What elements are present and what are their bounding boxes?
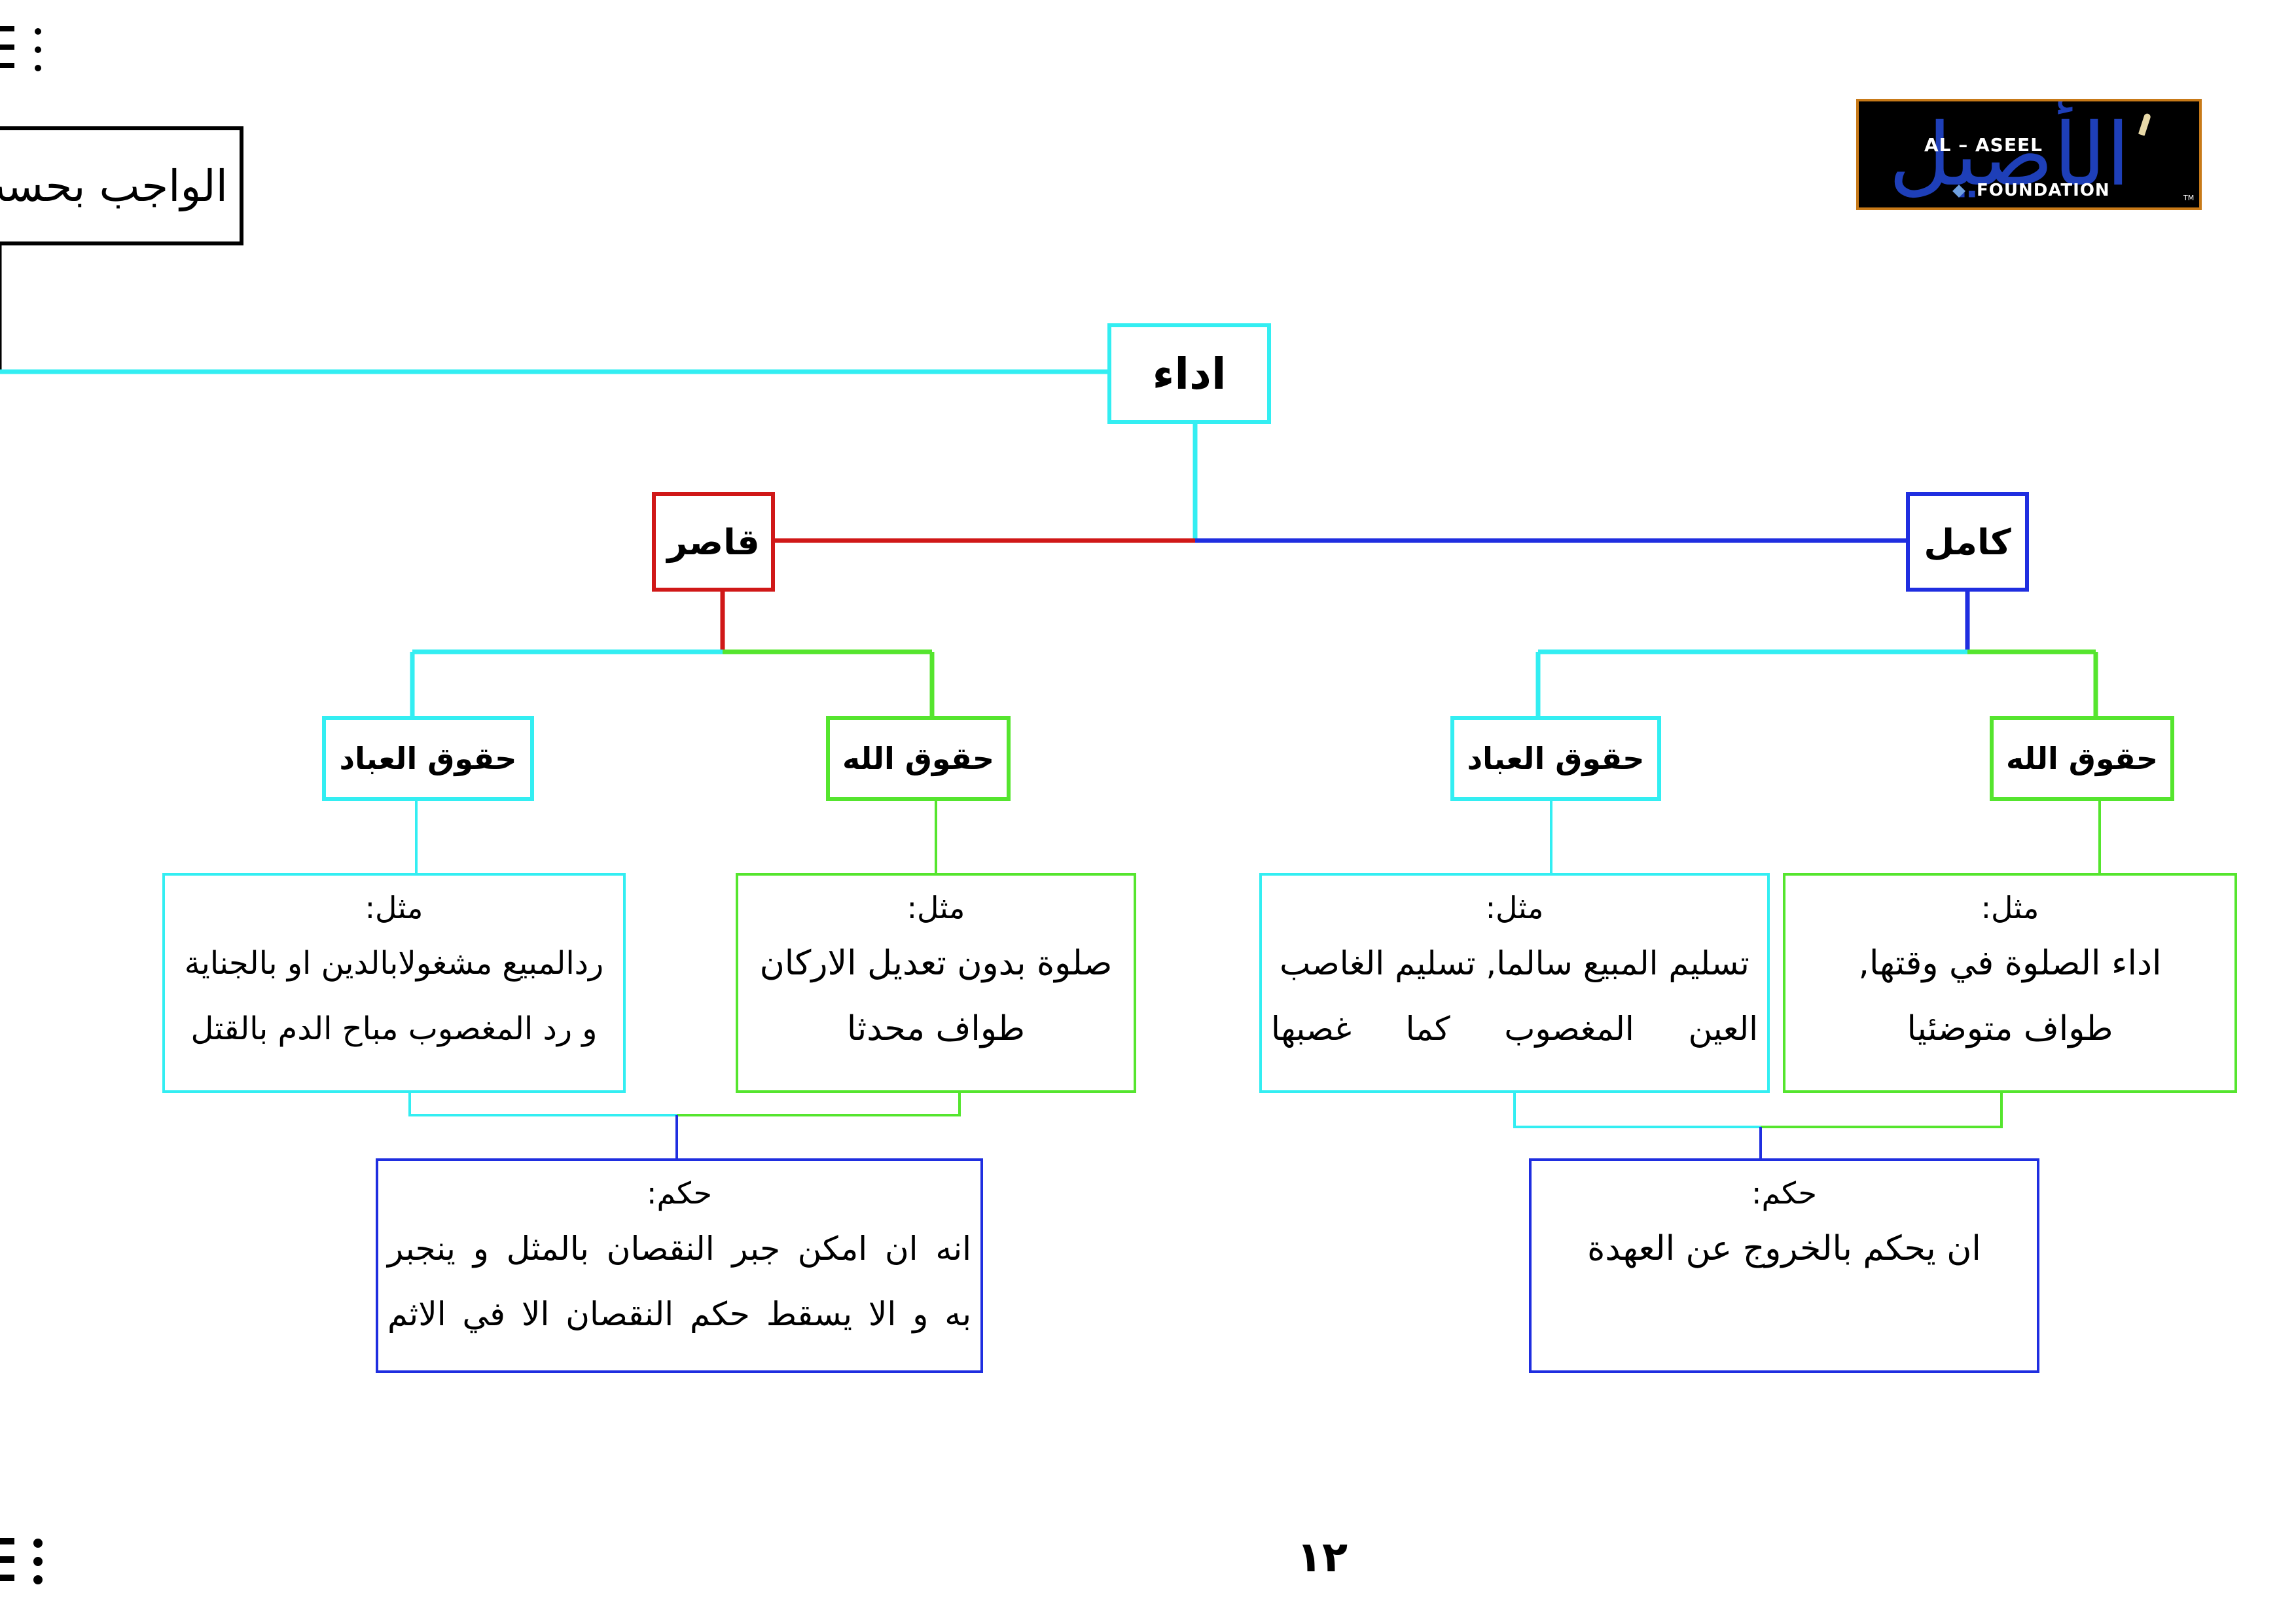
qasir-huquq-allah-box: حقوق الله <box>826 716 1011 801</box>
qasir-huquq-ibad-box: حقوق العباد <box>322 716 534 801</box>
kamil-huquq-allah-box: حقوق الله <box>1990 716 2174 801</box>
example-line-1: تسليم المبيع سالما, تسليم الغاصب <box>1280 944 1749 982</box>
example-heading: مثل: <box>365 890 423 925</box>
logo-trademark: TM <box>2183 194 2195 202</box>
kamil-ruling-box: حكم: ان يحكم بالخروج عن العهدة <box>1529 1158 2039 1373</box>
crop-marks-bottom <box>0 1525 52 1597</box>
example-line-2: و رد المغصوب مباح الدم بالقتل <box>190 1010 598 1047</box>
kamil-huquq-allah-label: حقوق الله <box>2006 741 2158 776</box>
qasir-huquq-allah-label: حقوق الله <box>842 741 994 776</box>
crop-marks-top <box>0 13 52 85</box>
qasir-connectors <box>410 592 935 716</box>
root-label: اداء <box>1152 348 1227 399</box>
kamil-box: كامل <box>1906 492 2029 592</box>
example-heading: مثل: <box>1485 890 1544 925</box>
top-title-text: الواجب بحسب <box>0 160 228 211</box>
example-line-2: العين المغصوب كما غصبها <box>1271 1010 1758 1048</box>
example-connectors <box>415 801 2101 874</box>
root-connectors <box>0 369 1906 543</box>
ruling-line-1: انه ان امكن جبر النقصان بالمثل و ينجبر <box>387 1230 971 1268</box>
ruling-heading: حكم: <box>647 1175 712 1211</box>
qasir-ruling-box: حكم: انه ان امكن جبر النقصان بالمثل و ين… <box>376 1158 983 1373</box>
root-box: اداء <box>1107 323 1271 424</box>
kamil-huquq-allah-example: مثل: اداء الصلوة في وقتها, طواف متوضئيا <box>1783 873 2237 1093</box>
example-line-1: اداء الصلوة في وقتها, <box>1858 944 2162 983</box>
kamil-huquq-ibad-example: مثل: تسليم المبيع سالما, تسليم الغاصب ال… <box>1259 873 1770 1093</box>
qasir-huquq-ibad-example: مثل: ردالمبيع مشغولابالدين او بالجناية و… <box>162 873 626 1093</box>
example-line-1: ردالمبيع مشغولابالدين او بالجناية <box>184 945 604 982</box>
qasir-huquq-ibad-label: حقوق العباد <box>339 741 517 776</box>
example-heading: مثل: <box>1981 890 2039 925</box>
page-number: ١٢ <box>1296 1533 1348 1582</box>
logo-english-bottom: FOUNDATION <box>1977 181 2110 200</box>
kamil-connectors <box>1535 592 2098 716</box>
example-heading: مثل: <box>906 890 965 925</box>
ruling-heading: حكم: <box>1751 1175 1817 1211</box>
qasir-label: قاصر <box>667 521 760 563</box>
kamil-huquq-ibad-label: حقوق العباد <box>1467 741 1645 776</box>
example-line-2: طواف متوضئيا <box>1907 1009 2113 1048</box>
qasir-box: قاصر <box>652 492 775 592</box>
kamil-label: كامل <box>1924 521 2011 563</box>
kamil-huquq-ibad-box: حقوق العباد <box>1450 716 1661 801</box>
example-line-2: طواف محدثا <box>846 1009 1026 1048</box>
logo-arabic-text: الأصيل <box>1888 105 2133 205</box>
qasir-huquq-allah-example: مثل: صلوة بدون تعديل الاركان طواف محدثا <box>736 873 1136 1093</box>
logo-english-top: AL – ASEEL <box>1924 134 2043 156</box>
top-title-box: الواجب بحسب <box>0 126 243 245</box>
example-line-1: صلوة بدون تعديل الاركان <box>759 944 1113 983</box>
ruling-line-2: به و الا يسقط حكم النقصان الا في الاثم <box>387 1295 971 1333</box>
ruling-line-1: ان يحكم بالخروج عن العهدة <box>1587 1229 1981 1268</box>
ruling-connectors <box>408 1092 2003 1160</box>
al-aseel-logo: الأصيل AL – ASEEL FOUNDATION TM <box>1856 99 2202 210</box>
